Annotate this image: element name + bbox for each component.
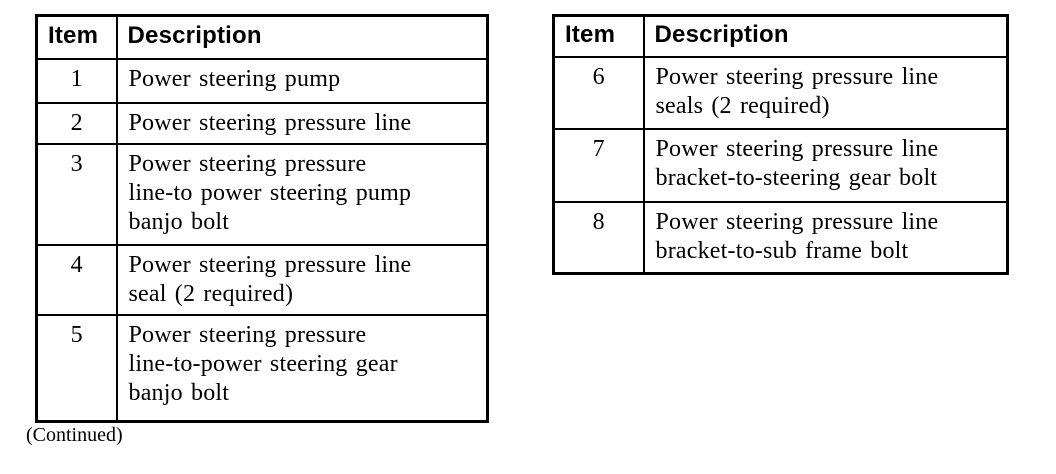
item-description: Power steering pressure line-to-power st… — [115, 313, 489, 423]
table-row: 1 Power steering pump — [35, 57, 489, 104]
table-body: 6 Power steering pressure line seals (2 … — [552, 55, 1009, 275]
item-description: Power steering pressure line bracket-to-… — [642, 127, 1009, 203]
item-description: Power steering pressure line — [115, 101, 489, 145]
item-number: 1 — [35, 57, 118, 104]
item-description: Power steering pump — [115, 57, 489, 104]
table-row: 5 Power steering pressure line-to-power … — [35, 313, 489, 423]
table-row: 8 Power steering pressure line bracket-t… — [552, 200, 1009, 275]
parts-table-items-1-5: Item Description 1 Power steering pump 2… — [35, 14, 489, 423]
continued-note: (Continued) — [26, 424, 123, 446]
parts-table-items-6-8: Item Description 6 Power steering pressu… — [552, 14, 1009, 275]
item-description: Power steering pressure line seals (2 re… — [642, 55, 1009, 130]
item-description: Power steering pressure line seal (2 req… — [115, 243, 489, 316]
item-column-header: Item — [35, 14, 118, 60]
table-head: Item Description — [552, 14, 1009, 58]
description-column-header: Description — [115, 14, 489, 60]
table-body: 1 Power steering pump 2 Power steering p… — [35, 57, 489, 423]
table-head: Item Description — [35, 14, 489, 60]
table-row: 3 Power steering pressure line-to power … — [35, 142, 489, 246]
item-column-header: Item — [552, 14, 645, 58]
header-row: Item Description — [35, 14, 489, 60]
item-number: 8 — [552, 200, 645, 275]
table-row: 6 Power steering pressure line seals (2 … — [552, 55, 1009, 130]
table-row: 2 Power steering pressure line — [35, 101, 489, 145]
description-column-header: Description — [642, 14, 1009, 58]
item-number: 3 — [35, 142, 118, 246]
item-number: 4 — [35, 243, 118, 316]
item-number: 2 — [35, 101, 118, 145]
table-row: 7 Power steering pressure line bracket-t… — [552, 127, 1009, 203]
item-number: 7 — [552, 127, 645, 203]
item-description: Power steering pressure line bracket-to-… — [642, 200, 1009, 275]
item-number: 5 — [35, 313, 118, 423]
item-description: Power steering pressure line-to power st… — [115, 142, 489, 246]
table-row: 4 Power steering pressure line seal (2 r… — [35, 243, 489, 316]
item-number: 6 — [552, 55, 645, 130]
header-row: Item Description — [552, 14, 1009, 58]
